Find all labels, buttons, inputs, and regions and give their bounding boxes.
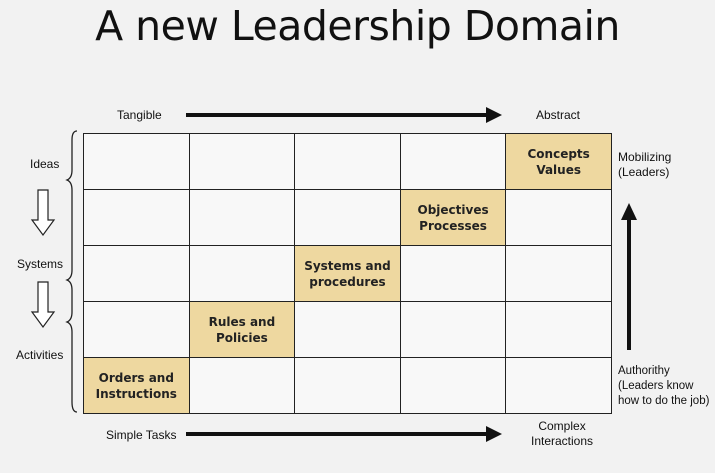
grid-cell <box>189 246 296 302</box>
cell-label: Orders and Instructions <box>95 370 177 401</box>
grid-cell <box>295 358 401 414</box>
left-label-systems: Systems <box>17 257 64 271</box>
grid-cell <box>400 246 507 302</box>
grid-cell <box>295 302 401 358</box>
cell-label: Rules and Policies <box>208 314 276 345</box>
cell-label: Systems and procedures <box>304 258 391 289</box>
highlight-cell: Orders and Instructions <box>84 358 190 414</box>
grid-cell <box>84 246 190 302</box>
grid-cell <box>189 134 296 190</box>
top-arrow-icon <box>186 107 502 123</box>
grid-cell <box>400 302 507 358</box>
hollow-down-arrow-icon-1 <box>30 189 56 237</box>
cell-label: Objectives Processes <box>417 202 489 233</box>
grid-cell <box>84 190 190 246</box>
left-brace-icon <box>65 130 78 413</box>
grid-cell <box>189 190 296 246</box>
grid-cell <box>295 190 401 246</box>
highlight-cell: Systems and procedures <box>295 246 401 302</box>
bottom-axis-left-label: Simple Tasks <box>106 428 177 442</box>
top-axis-left-label: Tangible <box>117 108 162 122</box>
grid-cell <box>506 190 612 246</box>
right-label-bottom: Authorithy (Leaders know how to do the j… <box>618 365 710 407</box>
left-label-ideas: Ideas <box>30 157 60 171</box>
vertical-up-arrow-icon <box>621 203 637 350</box>
grid-cell <box>84 134 190 190</box>
grid-cell <box>400 134 507 190</box>
grid-cell <box>506 302 612 358</box>
grid-cell <box>506 358 612 414</box>
grid-cell <box>400 358 507 414</box>
cell-label: Concepts Values <box>527 146 590 177</box>
grid-cell <box>295 134 401 190</box>
right-label-top: Mobilizing (Leaders) <box>618 150 672 179</box>
grid-cell <box>189 358 296 414</box>
grid-cell <box>506 246 612 302</box>
top-axis-right-label: Abstract <box>536 108 581 122</box>
highlight-cell: Concepts Values <box>506 134 612 190</box>
left-label-activities: Activities <box>16 348 64 362</box>
page-title: A new Leadership Domain <box>95 2 620 50</box>
highlight-cell: Rules and Policies <box>189 302 296 358</box>
bottom-axis-right-label: Complex Interactions <box>531 419 594 448</box>
highlight-cell: Objectives Processes <box>400 190 507 246</box>
grid-cell <box>84 302 190 358</box>
bottom-arrow-icon <box>186 426 502 442</box>
hollow-down-arrow-icon-2 <box>30 281 56 329</box>
